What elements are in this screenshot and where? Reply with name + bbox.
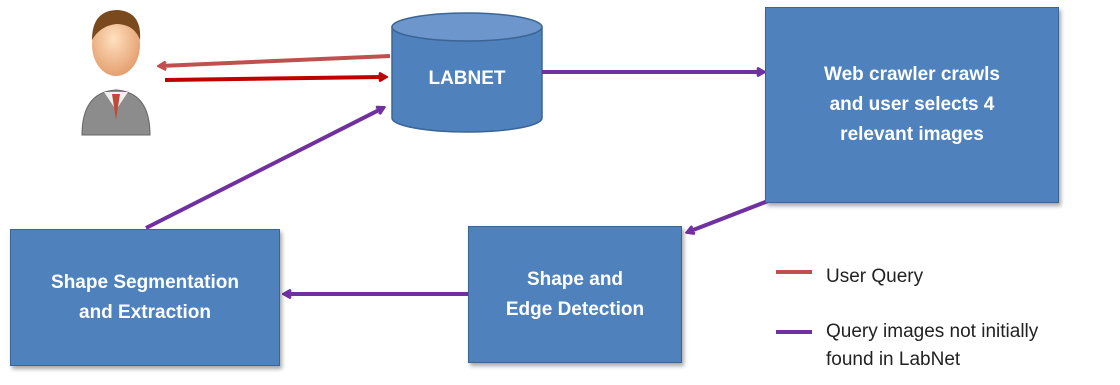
database-label: LABNET	[428, 68, 506, 89]
segmentation-label: Shape Segmentation and Extraction	[51, 271, 239, 323]
web-crawler-label: Web crawler crawls and user selects 4 re…	[823, 64, 1001, 145]
user-query-arrow	[164, 77, 385, 80]
user-avatar-icon	[81, 10, 151, 136]
segmentation-to-labnet-arrow	[145, 108, 383, 230]
labnet-database	[391, 12, 543, 133]
legend-user-query-label: User Query	[826, 266, 924, 287]
legend-not-found-label: Query images not initially found in LabN…	[826, 321, 1039, 370]
legend-user-query-swatch	[776, 270, 812, 274]
edge-detection-label: Shape and Edge Detection	[505, 268, 645, 320]
edge-detection-box: Shape and Edge Detection	[468, 226, 682, 363]
legend-not-found-swatch	[776, 330, 812, 334]
segmentation-box: Shape Segmentation and Extraction	[10, 229, 280, 366]
web-crawler-box: Web crawler crawls and user selects 4 re…	[765, 7, 1059, 203]
user-query-return-arrow	[160, 54, 391, 66]
crawler-to-edge-arrow	[688, 199, 769, 232]
